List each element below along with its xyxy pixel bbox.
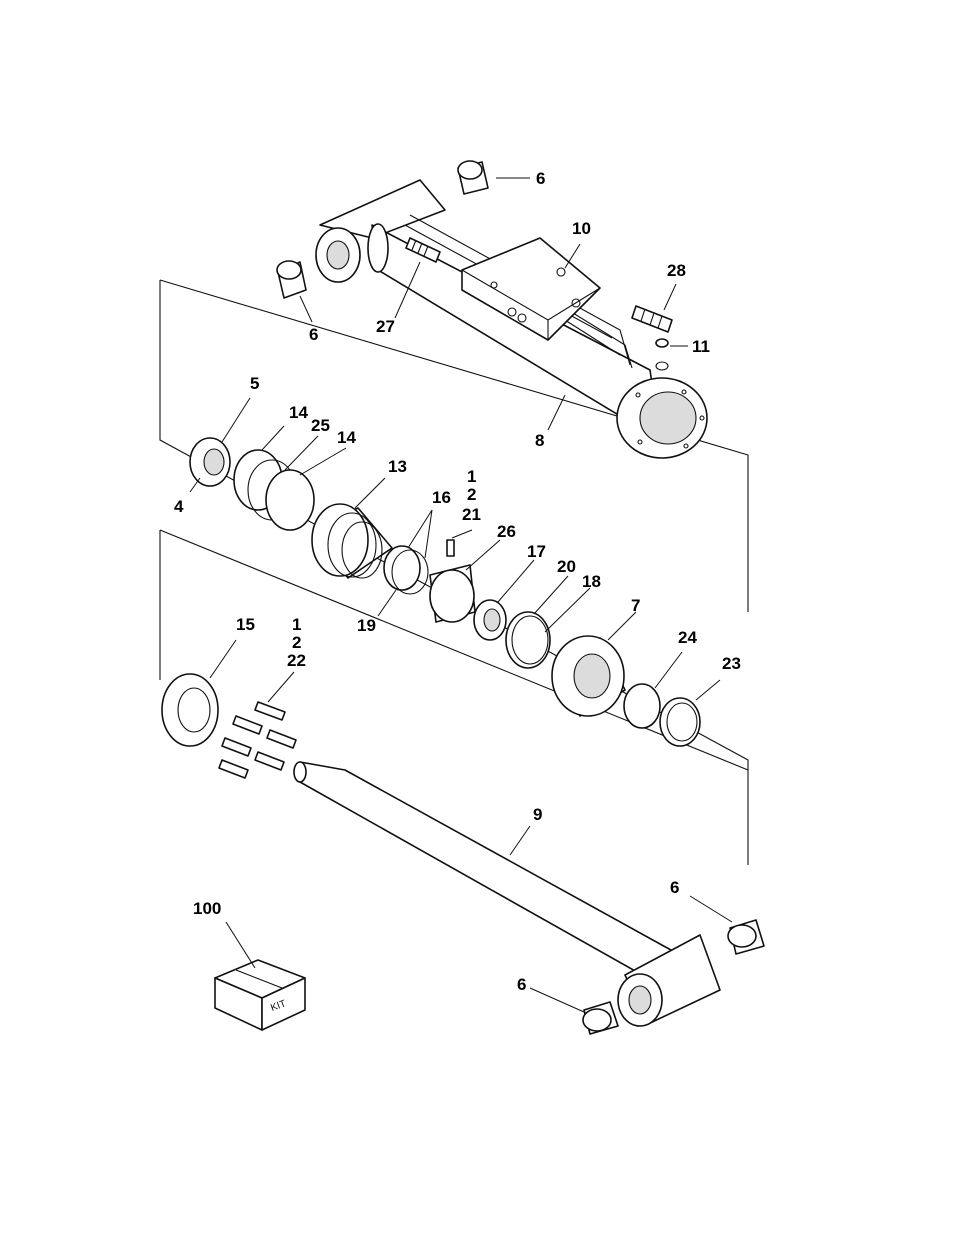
bushing-lower-left <box>583 1002 618 1034</box>
callout-15: 15 <box>236 615 255 634</box>
callout-18: 18 <box>582 572 601 591</box>
lock-nut <box>190 438 230 486</box>
bushing-left <box>277 261 306 298</box>
callout-9: 9 <box>533 805 542 824</box>
callout-6-top: 6 <box>536 169 545 188</box>
callout-27: 27 <box>376 317 395 336</box>
cylinder-head <box>552 636 625 716</box>
capscrews <box>219 702 296 778</box>
callout-16: 16 <box>432 488 451 507</box>
callout-20: 20 <box>557 557 576 576</box>
callout-19: 19 <box>357 616 376 635</box>
bushing-top <box>458 161 488 194</box>
callout-6-lower-right: 6 <box>670 878 679 897</box>
piston-rod <box>294 762 720 1026</box>
bushing-lower-right <box>728 920 764 954</box>
callout-26: 26 <box>497 522 516 541</box>
callout-17: 17 <box>527 542 546 561</box>
callout-25: 25 <box>311 416 330 435</box>
callout-100: 100 <box>193 899 221 918</box>
rod-seal <box>660 698 700 746</box>
callout-11: 11 <box>692 337 710 356</box>
fitting-28 <box>632 306 672 332</box>
callout-4: 4 <box>174 497 184 516</box>
callout-2-lower: 2 <box>292 633 301 652</box>
callout-1-lower: 1 <box>292 615 301 634</box>
callout-10: 10 <box>572 219 591 238</box>
callout-6-lower-left: 6 <box>517 975 526 994</box>
callout-21: 21 <box>462 505 481 524</box>
callout-13: 13 <box>388 457 407 476</box>
callout-1-upper: 1 <box>467 467 476 486</box>
callout-28: 28 <box>667 261 686 280</box>
set-screw <box>447 540 454 556</box>
piston <box>312 504 392 578</box>
callout-7: 7 <box>631 596 640 615</box>
wiper-ring <box>624 684 660 728</box>
flange-plate <box>162 674 218 746</box>
callout-14-lower: 14 <box>337 428 356 447</box>
spacer <box>430 565 475 622</box>
o-ring <box>506 612 550 668</box>
callout-14-upper: 14 <box>289 403 308 422</box>
plug-11 <box>656 339 668 370</box>
kit-box-icon: KIT <box>215 960 305 1030</box>
callout-2-upper: 2 <box>467 485 476 504</box>
callout-22: 22 <box>287 651 306 670</box>
piston-rings <box>384 546 428 594</box>
callout-5: 5 <box>250 374 259 393</box>
rod-bushing <box>474 600 506 640</box>
seal-rings <box>234 450 314 530</box>
callout-24: 24 <box>678 628 697 647</box>
callout-23: 23 <box>722 654 741 673</box>
callout-6-left: 6 <box>309 325 318 344</box>
callout-8: 8 <box>535 431 544 450</box>
